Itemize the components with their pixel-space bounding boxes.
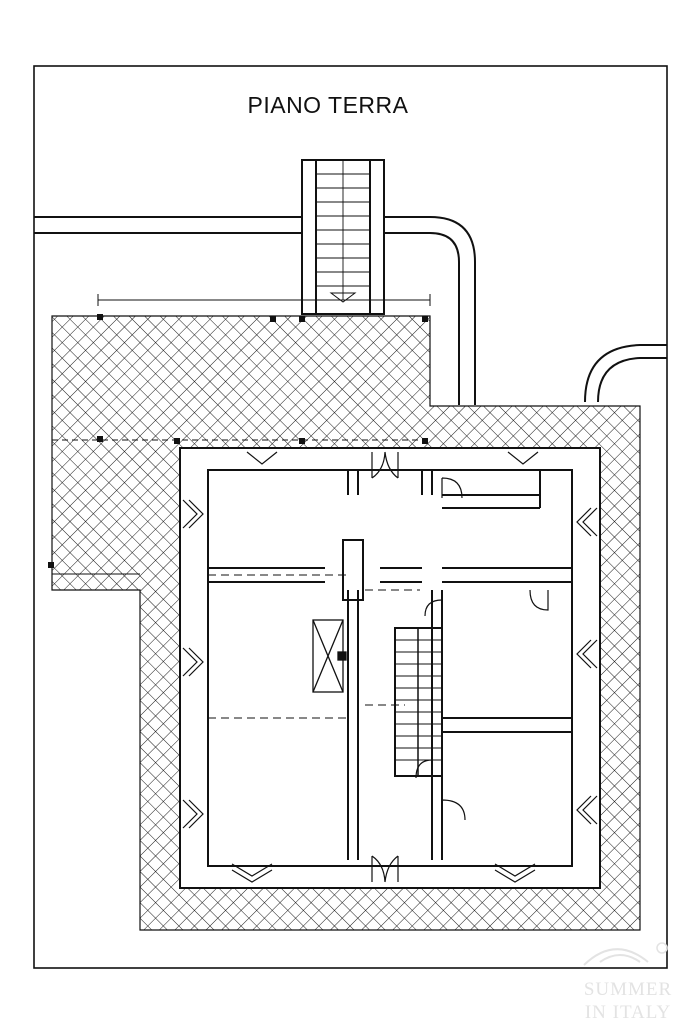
watermark-line2: IN ITALY (585, 1002, 671, 1023)
interior-dashed-lines (208, 574, 420, 719)
fireplace (312, 619, 347, 693)
dimension-line (97, 294, 431, 306)
watermark: SUMMER IN ITALY (583, 942, 672, 1023)
garden-arch (584, 344, 667, 403)
building-walls (179, 447, 601, 889)
windows (182, 451, 598, 883)
watermark-line1: SUMMER (584, 979, 672, 1000)
pergola-posts (48, 314, 428, 568)
access-path (34, 216, 476, 405)
doors (371, 451, 549, 883)
exterior-staircase (301, 159, 385, 315)
internal-staircase (394, 627, 443, 777)
terrace-hatching (51, 315, 641, 931)
drawing-frame (33, 65, 668, 969)
plan-title: PIANO TERRA (248, 92, 409, 118)
